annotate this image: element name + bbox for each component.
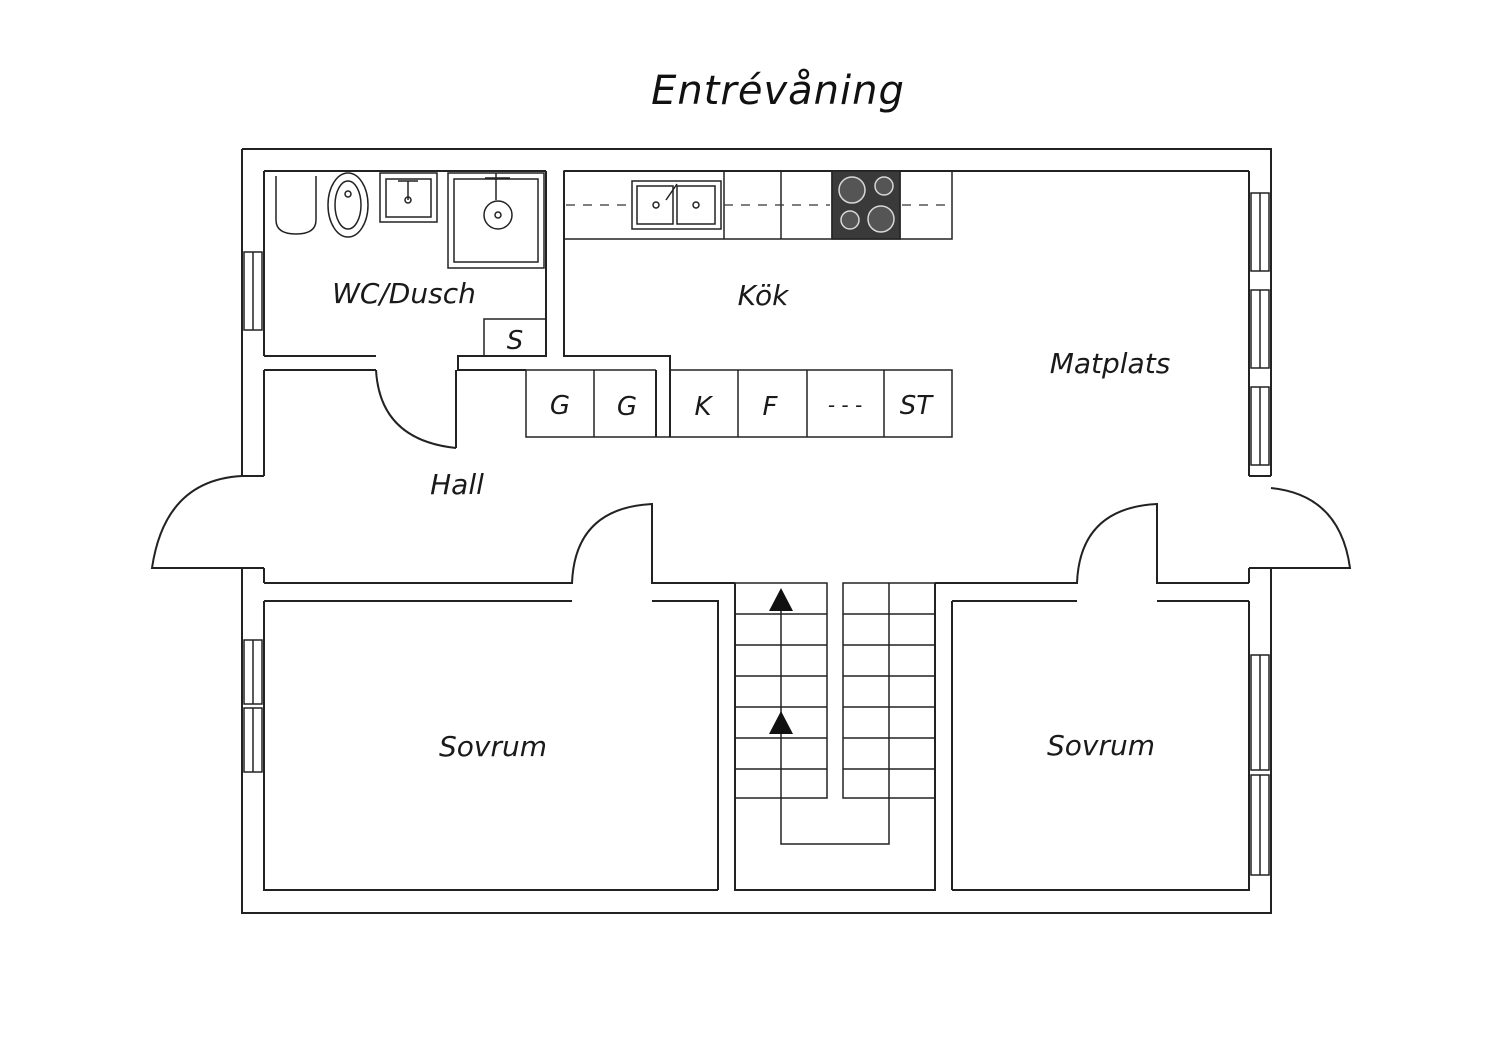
blank-unit-label: - - - — [828, 393, 862, 417]
sink-icon — [379, 172, 438, 223]
st-unit-label: ST — [900, 391, 935, 421]
stair-arrow-icon — [769, 588, 793, 611]
staircase — [734, 582, 936, 891]
room-label-wc: WC/Dusch — [332, 277, 476, 310]
room-label-bedroom-right: Sovrum — [1047, 729, 1155, 762]
toilet-icon — [275, 176, 317, 235]
cabinet-label: G — [617, 392, 637, 422]
bedroom-right-door — [935, 502, 1249, 584]
room-label-kitchen: Kök — [738, 279, 790, 312]
doors — [150, 369, 1352, 890]
bidet-icon — [327, 172, 369, 238]
entrance-door-right — [1270, 487, 1352, 569]
closet-box — [483, 318, 547, 357]
cabinet-label: G — [550, 391, 570, 421]
kitchen-units — [525, 369, 953, 438]
room-label-hall: Hall — [430, 468, 484, 501]
room-label-dining: Matplats — [1050, 347, 1171, 380]
windows — [243, 192, 1270, 876]
entrance-door-left — [150, 475, 243, 569]
fridge-label: K — [694, 392, 713, 422]
stair-arrow-icon — [769, 711, 793, 734]
kitchen-sink-icon — [631, 180, 722, 230]
kitchen-counter — [563, 170, 953, 240]
wc-door — [375, 369, 457, 449]
freezer-label: F — [763, 392, 779, 422]
room-label-bedroom-left: Sovrum — [439, 730, 547, 763]
wc-room — [264, 171, 671, 437]
plan-title: Entrévåning — [651, 68, 905, 114]
bedroom-left-door — [264, 502, 735, 584]
stove-icon — [831, 170, 901, 240]
closet-label: S — [507, 326, 524, 356]
